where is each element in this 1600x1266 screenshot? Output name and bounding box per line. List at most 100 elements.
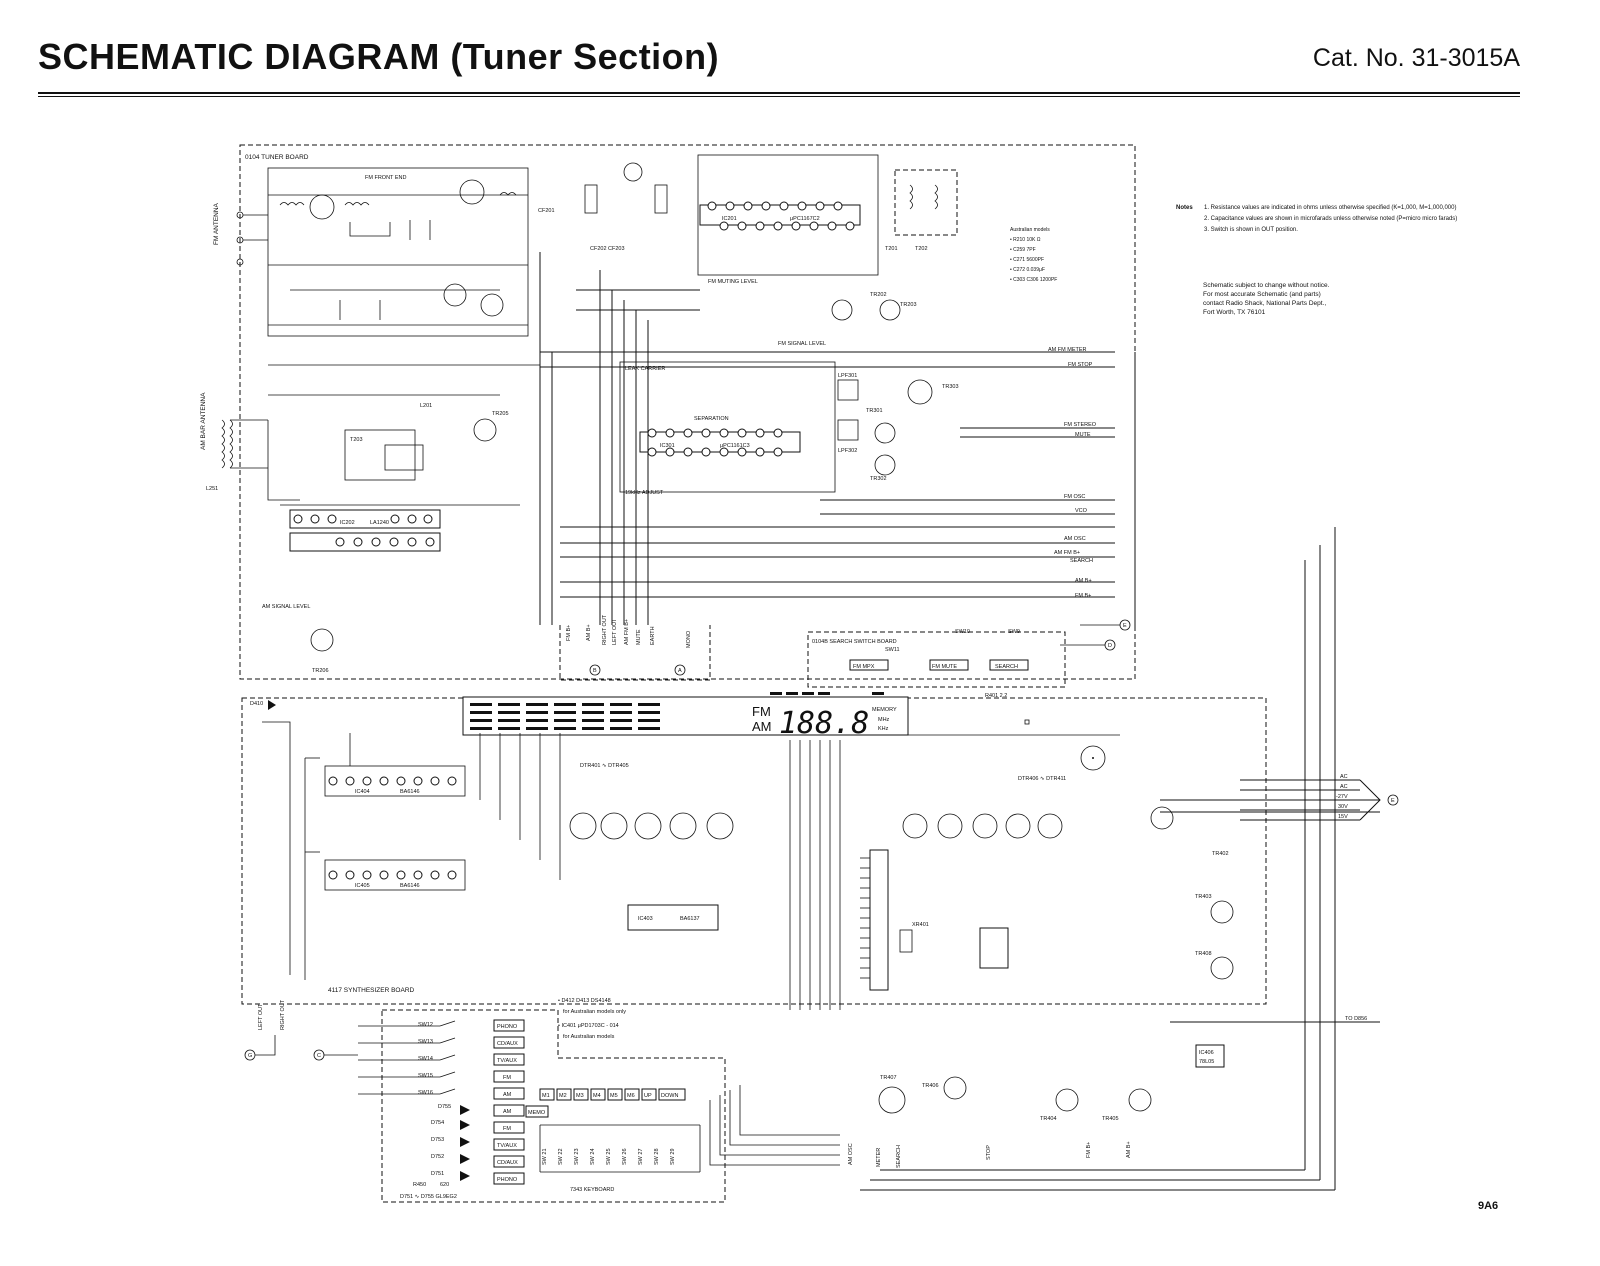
ic401-pins	[860, 857, 870, 979]
keyboard-board-outline	[381, 1009, 726, 1203]
dtr406-411	[902, 745, 1106, 839]
svg-text:D752: D752	[431, 1154, 444, 1160]
svg-text:FM B+: FM B+	[1075, 593, 1091, 599]
svg-text:D410: D410	[250, 701, 263, 707]
svg-text:SW15: SW15	[418, 1073, 433, 1079]
svg-text:D754: D754	[431, 1120, 444, 1126]
leak-carrier-label: LEAK CARRIER	[625, 366, 665, 372]
display-segments	[470, 692, 884, 730]
svg-text:SW 28: SW 28	[654, 1148, 660, 1165]
svg-text:-27V: -27V	[1336, 794, 1348, 800]
synth-notes: • D412 D413 DS4148 for Australian models…	[558, 998, 626, 1040]
svg-text:SW13: SW13	[418, 1039, 433, 1045]
svg-text:TR203: TR203	[900, 302, 917, 308]
fm-muting-level-label: FM MUTING LEVEL	[708, 279, 758, 285]
svg-text:MUTE: MUTE	[636, 629, 642, 645]
svg-text:TR405: TR405	[1102, 1116, 1119, 1122]
keyboard-label: 7343 KEYBOARD	[570, 1187, 614, 1193]
svg-text:M1: M1	[542, 1093, 550, 1099]
phono-led-label: PHONO	[497, 1177, 518, 1183]
svg-text:T202: T202	[915, 246, 928, 252]
synth-bus-lines	[860, 352, 1381, 1191]
svg-text:SW10: SW10	[955, 629, 970, 635]
svg-text:FM STOP: FM STOP	[1068, 362, 1093, 368]
am-key: AM	[503, 1092, 512, 1098]
preset-keys: M1 M2 M3 M4 M5 M6 UP DOWN	[539, 1088, 686, 1101]
fm-front-end-outline	[267, 167, 529, 337]
svg-text:TR404: TR404	[1040, 1116, 1057, 1122]
svg-text:CF201: CF201	[538, 208, 555, 214]
svg-text:UP: UP	[644, 1093, 652, 1099]
svg-text:A: A	[678, 668, 682, 674]
svg-text:SW 26: SW 26	[622, 1148, 628, 1165]
display-am: AM	[752, 719, 772, 734]
svg-text:M5: M5	[610, 1093, 618, 1099]
svg-text:D753: D753	[431, 1137, 444, 1143]
svg-text:AC: AC	[1340, 774, 1348, 780]
ic401-body	[869, 849, 889, 991]
synthesizer-board-outline	[241, 697, 1267, 1005]
display-fm: FM	[752, 704, 771, 719]
svg-text:SW12: SW12	[418, 1022, 433, 1028]
fm-led-label: FM	[503, 1126, 511, 1132]
ic201-pins	[707, 201, 855, 231]
display-digits: 188.8	[779, 706, 869, 741]
cd-aux-key: CD/AUX	[497, 1041, 518, 1047]
svg-text:BA6137: BA6137	[680, 916, 700, 922]
svg-text:AM B+: AM B+	[586, 624, 592, 641]
page-number: 9A6	[1478, 1200, 1499, 1212]
svg-text:STOP: STOP	[986, 1145, 992, 1160]
synth-board-label: 4117 SYNTHESIZER BOARD	[328, 987, 415, 994]
svg-text:IC201: IC201	[722, 216, 737, 222]
keyboard-leds: D755 D754 D753 D752 D751 AM FM TV/AUX CD…	[431, 1104, 525, 1185]
tuner-board-label: 0104 TUNER BOARD	[245, 154, 309, 161]
svg-text:TR403: TR403	[1195, 894, 1212, 900]
fm-front-end-label: FM FRONT END	[365, 175, 406, 181]
phono-key: PHONO	[497, 1024, 518, 1030]
svg-text:for Australian models only: for Australian models only	[563, 1009, 626, 1015]
am-led-label: AM	[503, 1109, 512, 1115]
svg-text:TR407: TR407	[880, 1075, 897, 1081]
page-title: SCHEMATIC DIAGRAM (Tuner Section)	[38, 36, 720, 77]
memo-key: MEMO	[528, 1110, 546, 1116]
t201-t202-outline	[894, 169, 958, 236]
svg-text:VCO: VCO	[1075, 508, 1088, 514]
am-antenna	[221, 419, 268, 469]
svg-text:TR402: TR402	[1212, 851, 1229, 857]
search-switches: SW11 SW10 SW9 FM MPX FM MUTE SEARCH	[849, 629, 1029, 671]
svg-text:SW11: SW11	[885, 647, 900, 653]
ic202-pins	[293, 514, 435, 547]
svg-text:E: E	[1123, 623, 1127, 629]
svg-text:TR202: TR202	[870, 292, 887, 298]
svg-text:CF202 CF203: CF202 CF203	[590, 246, 625, 252]
svg-text:D755: D755	[438, 1104, 451, 1110]
svg-text:T201: T201	[885, 246, 898, 252]
svg-text:BA6146: BA6146	[400, 883, 420, 889]
svg-text:TR206: TR206	[312, 668, 329, 674]
am-signal-level-label: AM SIGNAL LEVEL	[262, 604, 310, 610]
adjust-19k-label: 19kHz ADJUST	[625, 490, 664, 496]
separation-label: SEPARATION	[694, 416, 729, 422]
svg-text:SEARCH: SEARCH	[1070, 558, 1093, 564]
svg-text:BA6146: BA6146	[400, 789, 420, 795]
keyboard-function-switches: SW12 SW13 SW14 SW15 SW16 PHONO CD/AUX TV…	[358, 1019, 525, 1100]
display-memory: MEMORY	[872, 707, 897, 713]
ic402-body	[979, 927, 1009, 969]
svg-text:SW 27: SW 27	[638, 1148, 644, 1165]
svg-text:FM STEREO: FM STEREO	[1064, 422, 1097, 428]
am-circuit	[267, 364, 540, 506]
svg-text:AM B+: AM B+	[1126, 1141, 1132, 1158]
svg-text:SW 21: SW 21	[542, 1148, 548, 1165]
svg-text:TR408: TR408	[1195, 951, 1212, 957]
svg-text:15V: 15V	[1338, 814, 1348, 820]
svg-text:TR406: TR406	[922, 1083, 939, 1089]
left-out-label: LEFT OUT	[258, 1003, 264, 1030]
svg-text:L201: L201	[420, 403, 432, 409]
to-d856-label: TO D856	[1345, 1016, 1367, 1022]
search-board-label: 0104B SEARCH SWITCH BOARD	[812, 639, 897, 645]
svg-text:AC: AC	[1340, 784, 1348, 790]
am-bar-antenna-label: AM BAR ANTENNA	[200, 392, 207, 450]
ic405-pins	[328, 870, 457, 880]
svg-text:C: C	[317, 1053, 321, 1059]
